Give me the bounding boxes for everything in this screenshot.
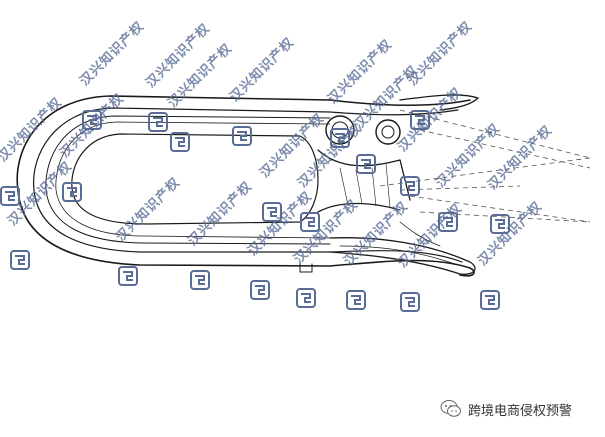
throat-lower [317,202,401,213]
lower-blade [329,237,476,275]
projection-line-1 [399,109,591,159]
projection-line-3 [379,157,591,187]
credit-badge: 跨境电商侵权预警 [440,398,572,420]
pivot-screw-right [375,119,401,145]
throat-upper [317,149,411,201]
projection-line-2 [419,129,591,169]
handle-inner-loop [33,107,463,263]
projection-line-5 [419,211,591,223]
projection-line-4 [409,195,591,223]
credit-label: 跨境电商侵权预警 [468,403,573,419]
wechat-bubble-icon [440,400,461,417]
projection-line-6 [399,185,521,191]
pivot-screw-left [325,115,355,145]
handle-outer-loop [16,95,475,277]
upper-blade-tip [399,94,479,111]
handle-opening [71,133,319,225]
handle-rim-2 [55,121,331,239]
